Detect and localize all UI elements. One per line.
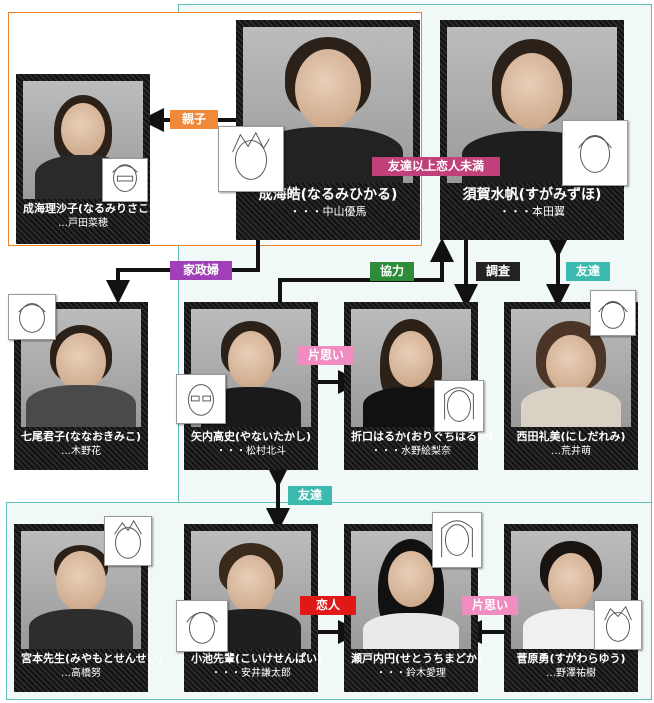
person-name: 須賀水帆(すがみずほ)	[462, 187, 602, 203]
relation-tag-kataomoi-mid: 片思い	[298, 346, 354, 365]
card-nanao-kimiko: 七尾君子(ななおきみこ) …木野花	[14, 302, 148, 470]
relation-tag-koibito: 恋人	[300, 596, 356, 615]
relation-tag-oyako: 親子	[170, 110, 218, 129]
relation-tag-chosa: 調査	[476, 262, 520, 281]
actor-name: …荒井萌	[551, 445, 591, 457]
actor-name: …戸田菜穂	[58, 217, 108, 229]
actor-name: ・・・本田翼	[499, 204, 565, 218]
relation-tag-kataomoi-bottom: 片思い	[462, 596, 518, 615]
portrait-photo	[511, 531, 631, 649]
manga-sketch	[562, 120, 628, 186]
card-naru-risako: 成海理沙子(なるみりさこ) …戸田菜穂	[16, 74, 155, 244]
manga-sketch	[432, 512, 482, 568]
person-name: 宮本先生(みやもとせんせい)	[21, 652, 163, 665]
person-name: 成海皓(なるみひかる)	[258, 187, 398, 203]
manga-sketch	[176, 600, 228, 652]
manga-sketch	[434, 380, 484, 432]
line-kyoryoku	[278, 238, 454, 302]
actor-name: ・・・中山優馬	[289, 204, 367, 218]
person-name: 西田礼美(にしだれみ)	[516, 430, 626, 443]
manga-sketch	[8, 294, 56, 340]
actor-name: ・・・安井謙太郎	[211, 667, 291, 679]
relation-tag-kaseifu: 家政婦	[170, 261, 232, 280]
person-name: 七尾君子(ななおきみこ)	[21, 430, 142, 443]
actor-name: ・・・水野絵梨奈	[371, 445, 451, 457]
actor-name: …高橋努	[61, 667, 101, 679]
actor-name: …野澤祐樹	[546, 667, 596, 679]
portrait-photo	[191, 531, 311, 649]
relation-tag-romance: 友達以上恋人未満	[372, 157, 500, 176]
card-sugawara-yu: 菅原勇(すがわらゆう) …野澤祐樹	[504, 524, 638, 692]
relation-tag-kyoryoku: 協力	[370, 262, 414, 281]
actor-name: …木野花	[61, 445, 101, 457]
manga-sketch	[176, 374, 226, 424]
person-name: 矢内高史(やないたかし)	[191, 430, 312, 443]
person-name: 折口はるか(おりぐちはるか)	[351, 430, 494, 443]
manga-sketch	[590, 290, 636, 336]
card-nishida-reimi: 西田礼美(にしだれみ) …荒井萌	[504, 302, 638, 470]
actor-name: ・・・松村北斗	[216, 445, 286, 457]
person-name: 小池先輩(こいけせんぱい)	[191, 652, 323, 665]
relation-tag-tomodachi-mid: 友達	[288, 486, 332, 505]
portrait-photo	[21, 531, 141, 649]
person-name: 菅原勇(すがわらゆう)	[516, 652, 626, 665]
manga-sketch	[104, 516, 152, 566]
relation-tag-tomodachi-top: 友達	[566, 262, 610, 281]
person-name: 瀬戸内円(せとうちまどか)	[351, 652, 483, 665]
manga-sketch	[594, 600, 642, 650]
manga-sketch	[218, 126, 284, 192]
actor-name: ・・・鈴木愛理	[376, 667, 446, 679]
manga-sketch	[102, 158, 148, 202]
person-name: 成海理沙子(なるみりさこ)	[23, 202, 155, 215]
portrait-photo	[191, 309, 311, 427]
card-yanai-takashi: 矢内高史(やないたかし) ・・・松村北斗	[184, 302, 318, 470]
